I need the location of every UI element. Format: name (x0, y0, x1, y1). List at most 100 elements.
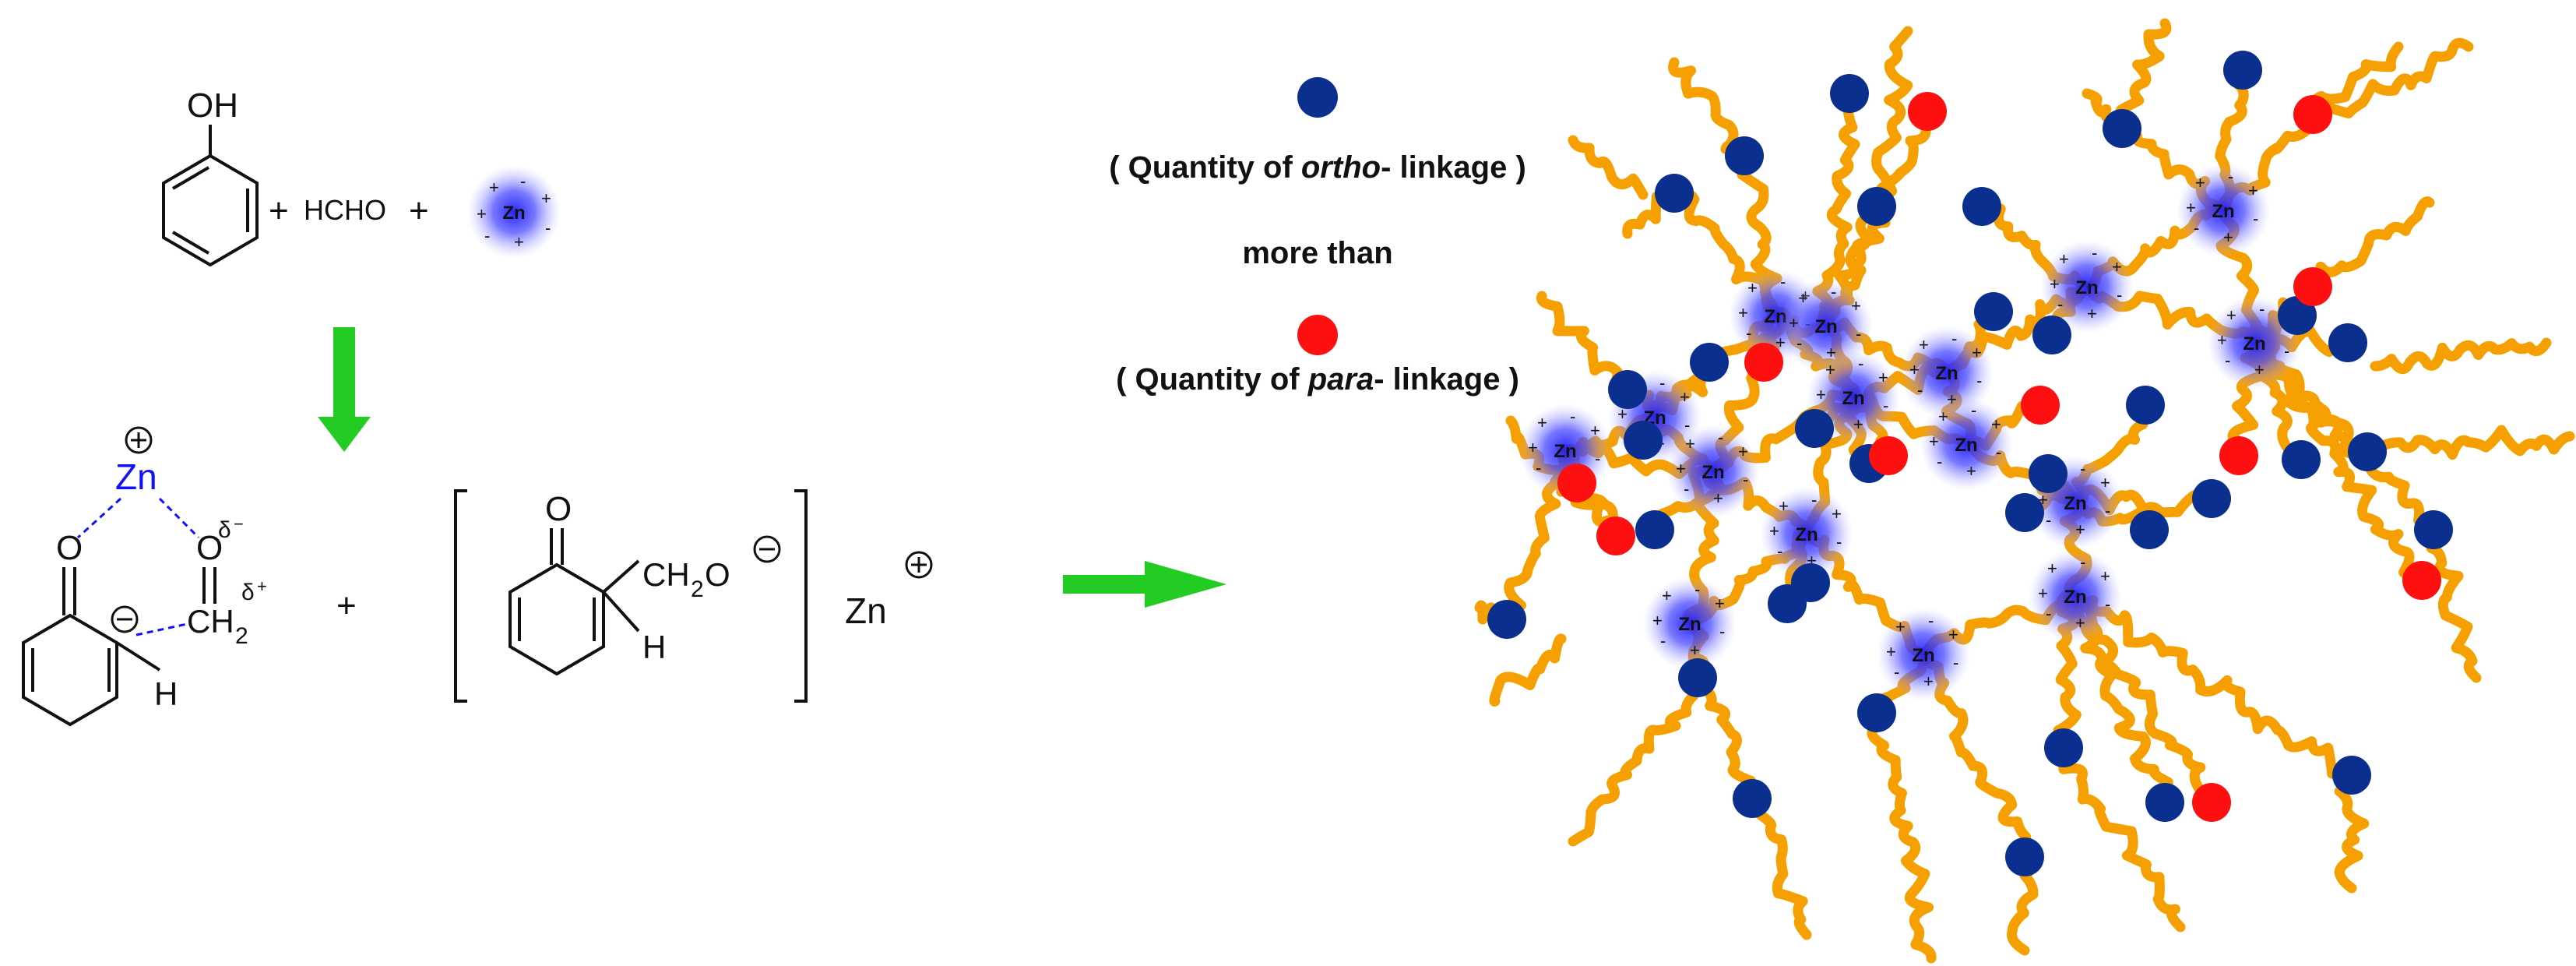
zinc-ion-cluster: Zn+-+-+-+ (2029, 549, 2122, 643)
charge-minus: - (2057, 294, 2063, 314)
para-linkage-dot (2021, 386, 2060, 425)
ortho-linkage-dot (1857, 693, 1896, 732)
zinc-coordination-intermediate: Zn O O δ − CH 2 δ + H (22, 426, 267, 727)
zinc-ion-label: Zn (1842, 388, 1864, 409)
charge-minus: - (1917, 380, 1923, 400)
polymer-chain (1871, 26, 1913, 212)
resin-network-illustration: Zn+-+-+-+Zn+-+-+-+Zn+-+-+-+Zn+-+-+-+Zn+-… (1474, 18, 2575, 964)
charge-plus: + (2223, 227, 2233, 247)
zinc-ion-cluster: Zn+-+-+-+ (1779, 279, 1873, 372)
para-linkage-dot (2192, 783, 2231, 822)
charge-plus: + (1662, 586, 1672, 605)
charge-plus: + (1853, 414, 1863, 434)
ortho-linkage-dot (1624, 421, 1663, 460)
para-linkage-dot (2293, 267, 2332, 306)
phenol-molecule: OH (162, 86, 259, 267)
charge-minus: - (1976, 371, 1982, 390)
ortho-dot-icon (1297, 77, 1338, 118)
polymer-chain (2334, 770, 2370, 894)
ortho-linkage-dot (1795, 409, 1834, 448)
charge-plus: + (1972, 343, 1982, 362)
ortho-linkage-dot (1487, 600, 1526, 639)
zinc-ion-label: Zn (2064, 493, 2086, 514)
charge-plus: + (1789, 313, 1799, 333)
ortho-linkage-dot (2414, 510, 2453, 549)
delta-minus-label: δ (218, 517, 231, 543)
polymer-chain (2370, 337, 2552, 375)
charge-minus: - (2092, 243, 2097, 263)
zinc-ion-label: Zn (1814, 316, 1837, 337)
charge-plus: + (1966, 461, 1976, 481)
charge-minus: - (2284, 341, 2289, 361)
polymer-chain (2058, 742, 2186, 933)
intermediate-zn-label: Zn (115, 457, 157, 497)
charge-plus: + (2075, 613, 2085, 633)
charge-minus: - (1743, 470, 1748, 489)
charge-minus: - (1996, 442, 2001, 462)
charge-plus: + (1851, 296, 1861, 316)
charge-minus: - (2253, 209, 2258, 228)
charge-plus: + (1923, 672, 1934, 691)
polymer-chain (2307, 37, 2474, 122)
charge-plus: + (2195, 173, 2205, 192)
zinc-ion-glow (2177, 164, 2270, 257)
charge-plus: + (2075, 520, 2085, 539)
charge-minus: - (1536, 458, 1541, 478)
charge-plus: + (2038, 583, 2048, 603)
down-arrow-icon (318, 327, 371, 452)
delta-plus-label: δ (241, 580, 255, 605)
para-linkage-dot (1596, 516, 1635, 555)
ortho-linkage-dot (1655, 174, 1694, 213)
charge-plus: + (1929, 432, 1939, 451)
charge-plus: + (2254, 360, 2265, 379)
charge-plus: + (1590, 421, 1600, 440)
zinc-ion-label: Zn (2212, 201, 2234, 222)
ortho-linkage-dot (2032, 316, 2071, 354)
para-legend-text: ( Quantity of para- linkage ) (1116, 362, 1519, 397)
charge-minus: - (1570, 407, 1575, 426)
polymer-chain (2426, 524, 2482, 683)
ortho-linkage-dot (1690, 343, 1729, 382)
charge-plus: + (1680, 387, 1690, 407)
charge-plus: + (1738, 303, 1748, 323)
zinc-ion-cluster: Zn+-+-+-+ (1666, 425, 1760, 518)
zinc-ion-glow (2040, 240, 2134, 333)
ortho-linkage-dot (1635, 510, 1674, 549)
charge-minus: - (1746, 323, 1751, 343)
charge-plus: + (1537, 413, 1547, 432)
charge-plus: + (1690, 640, 1700, 660)
charge-plus: + (514, 232, 524, 252)
intermediate-h: H (154, 675, 178, 712)
charge-minus: - (1659, 373, 1665, 393)
charge-plus: + (2217, 330, 2227, 350)
zinc-ion-cluster: Zn+-+-+-+ (1760, 487, 1853, 580)
charge-plus: + (1528, 438, 1538, 457)
ortho-legend-text: ( Quantity of ortho- linkage ) (1109, 150, 1526, 185)
hydroxyl-label: OH (187, 86, 238, 125)
charge-plus: + (1652, 611, 1663, 630)
charge-minus: - (2046, 604, 2051, 623)
zinc-ion-label: Zn (1912, 645, 1934, 666)
para-dot-icon (1297, 315, 1338, 355)
charge-minus: - (1937, 452, 1942, 471)
charge-minus: - (1858, 354, 1863, 373)
plus-sign-2: + (409, 192, 429, 230)
complex-ch2-label: CH (642, 556, 690, 593)
charge-plus: + (1948, 625, 1958, 644)
plus-sign-1: + (269, 192, 289, 230)
charge-minus: - (1953, 653, 1958, 672)
ortho-linkage-dot (1791, 563, 1830, 602)
charge-minus: - (1694, 580, 1700, 599)
charge-minus: - (1684, 479, 1689, 499)
charge-minus: - (520, 171, 526, 191)
charge-minus: - (1928, 611, 1934, 630)
ortho-linkage-dot (2145, 783, 2184, 822)
charge-plus: + (1886, 642, 1896, 661)
charge-minus: - (2105, 594, 2110, 614)
charge-plus: + (2226, 305, 2236, 325)
polymer-chain (1536, 291, 1633, 395)
charge-plus: + (1919, 335, 1929, 354)
charge-minus: - (1811, 490, 1817, 509)
charge-minus: - (1883, 396, 1888, 415)
zinc-ion-glow (1920, 397, 2013, 491)
